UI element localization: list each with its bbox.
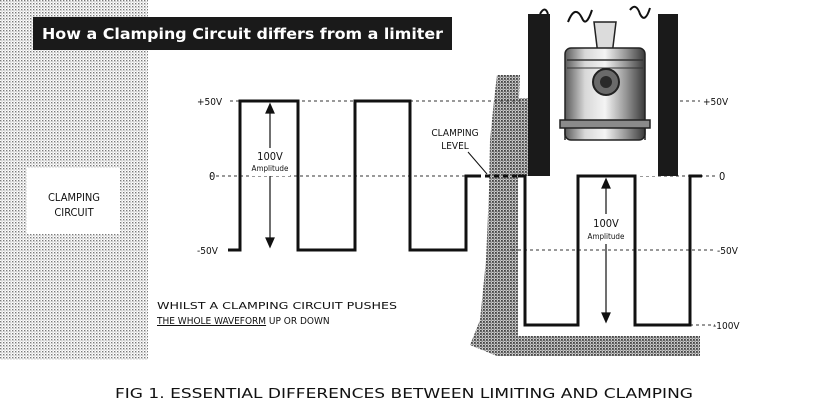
output-square-wave bbox=[518, 174, 702, 327]
clamping-level-label-line2: LEVEL bbox=[441, 141, 469, 152]
output-level-top: +50V bbox=[703, 97, 729, 108]
output-amplitude-value: 100V bbox=[593, 217, 619, 230]
input-level-bottom: -50V bbox=[197, 246, 219, 257]
clamping-level-pointer bbox=[467, 151, 488, 175]
input-level-middle: 0 bbox=[209, 170, 215, 183]
input-amplitude-unit: Amplitude bbox=[252, 164, 289, 173]
title-banner bbox=[33, 17, 452, 50]
figure-caption: FIG 1. ESSENTIAL DIFFERENCES BETWEEN LIM… bbox=[115, 387, 693, 402]
note-line-2-rest: UP OR DOWN bbox=[266, 316, 330, 327]
input-amplitude-value: 100V bbox=[257, 150, 283, 163]
output-level-mid: -50V bbox=[717, 246, 739, 257]
title-banner-text: How a Clamping Circuit differs from a li… bbox=[42, 25, 444, 43]
input-level-top: +50V bbox=[197, 97, 223, 108]
clamping-circuit-box bbox=[27, 168, 120, 234]
output-amplitude-arrow bbox=[601, 177, 611, 324]
output-level-bottom: -100V bbox=[713, 321, 740, 332]
note-line-2-underlined: THE WHOLE WAVEFORM bbox=[156, 316, 266, 327]
piston-illustration bbox=[528, 0, 678, 176]
clamping-circuit-label-line2: CIRCUIT bbox=[54, 206, 94, 219]
note-line-2: THE WHOLE WAVEFORM UP OR DOWN bbox=[156, 316, 330, 327]
clamping-level-label-line1: CLAMPING bbox=[431, 128, 478, 139]
input-square-wave bbox=[228, 99, 476, 252]
output-level-zero: 0 bbox=[719, 170, 725, 183]
clamping-circuit-label-line1: CLAMPING bbox=[48, 191, 100, 204]
note-line-1: WHILST A CLAMPING CIRCUIT PUSHES bbox=[157, 301, 397, 312]
output-amplitude-unit: Amplitude bbox=[588, 232, 625, 241]
